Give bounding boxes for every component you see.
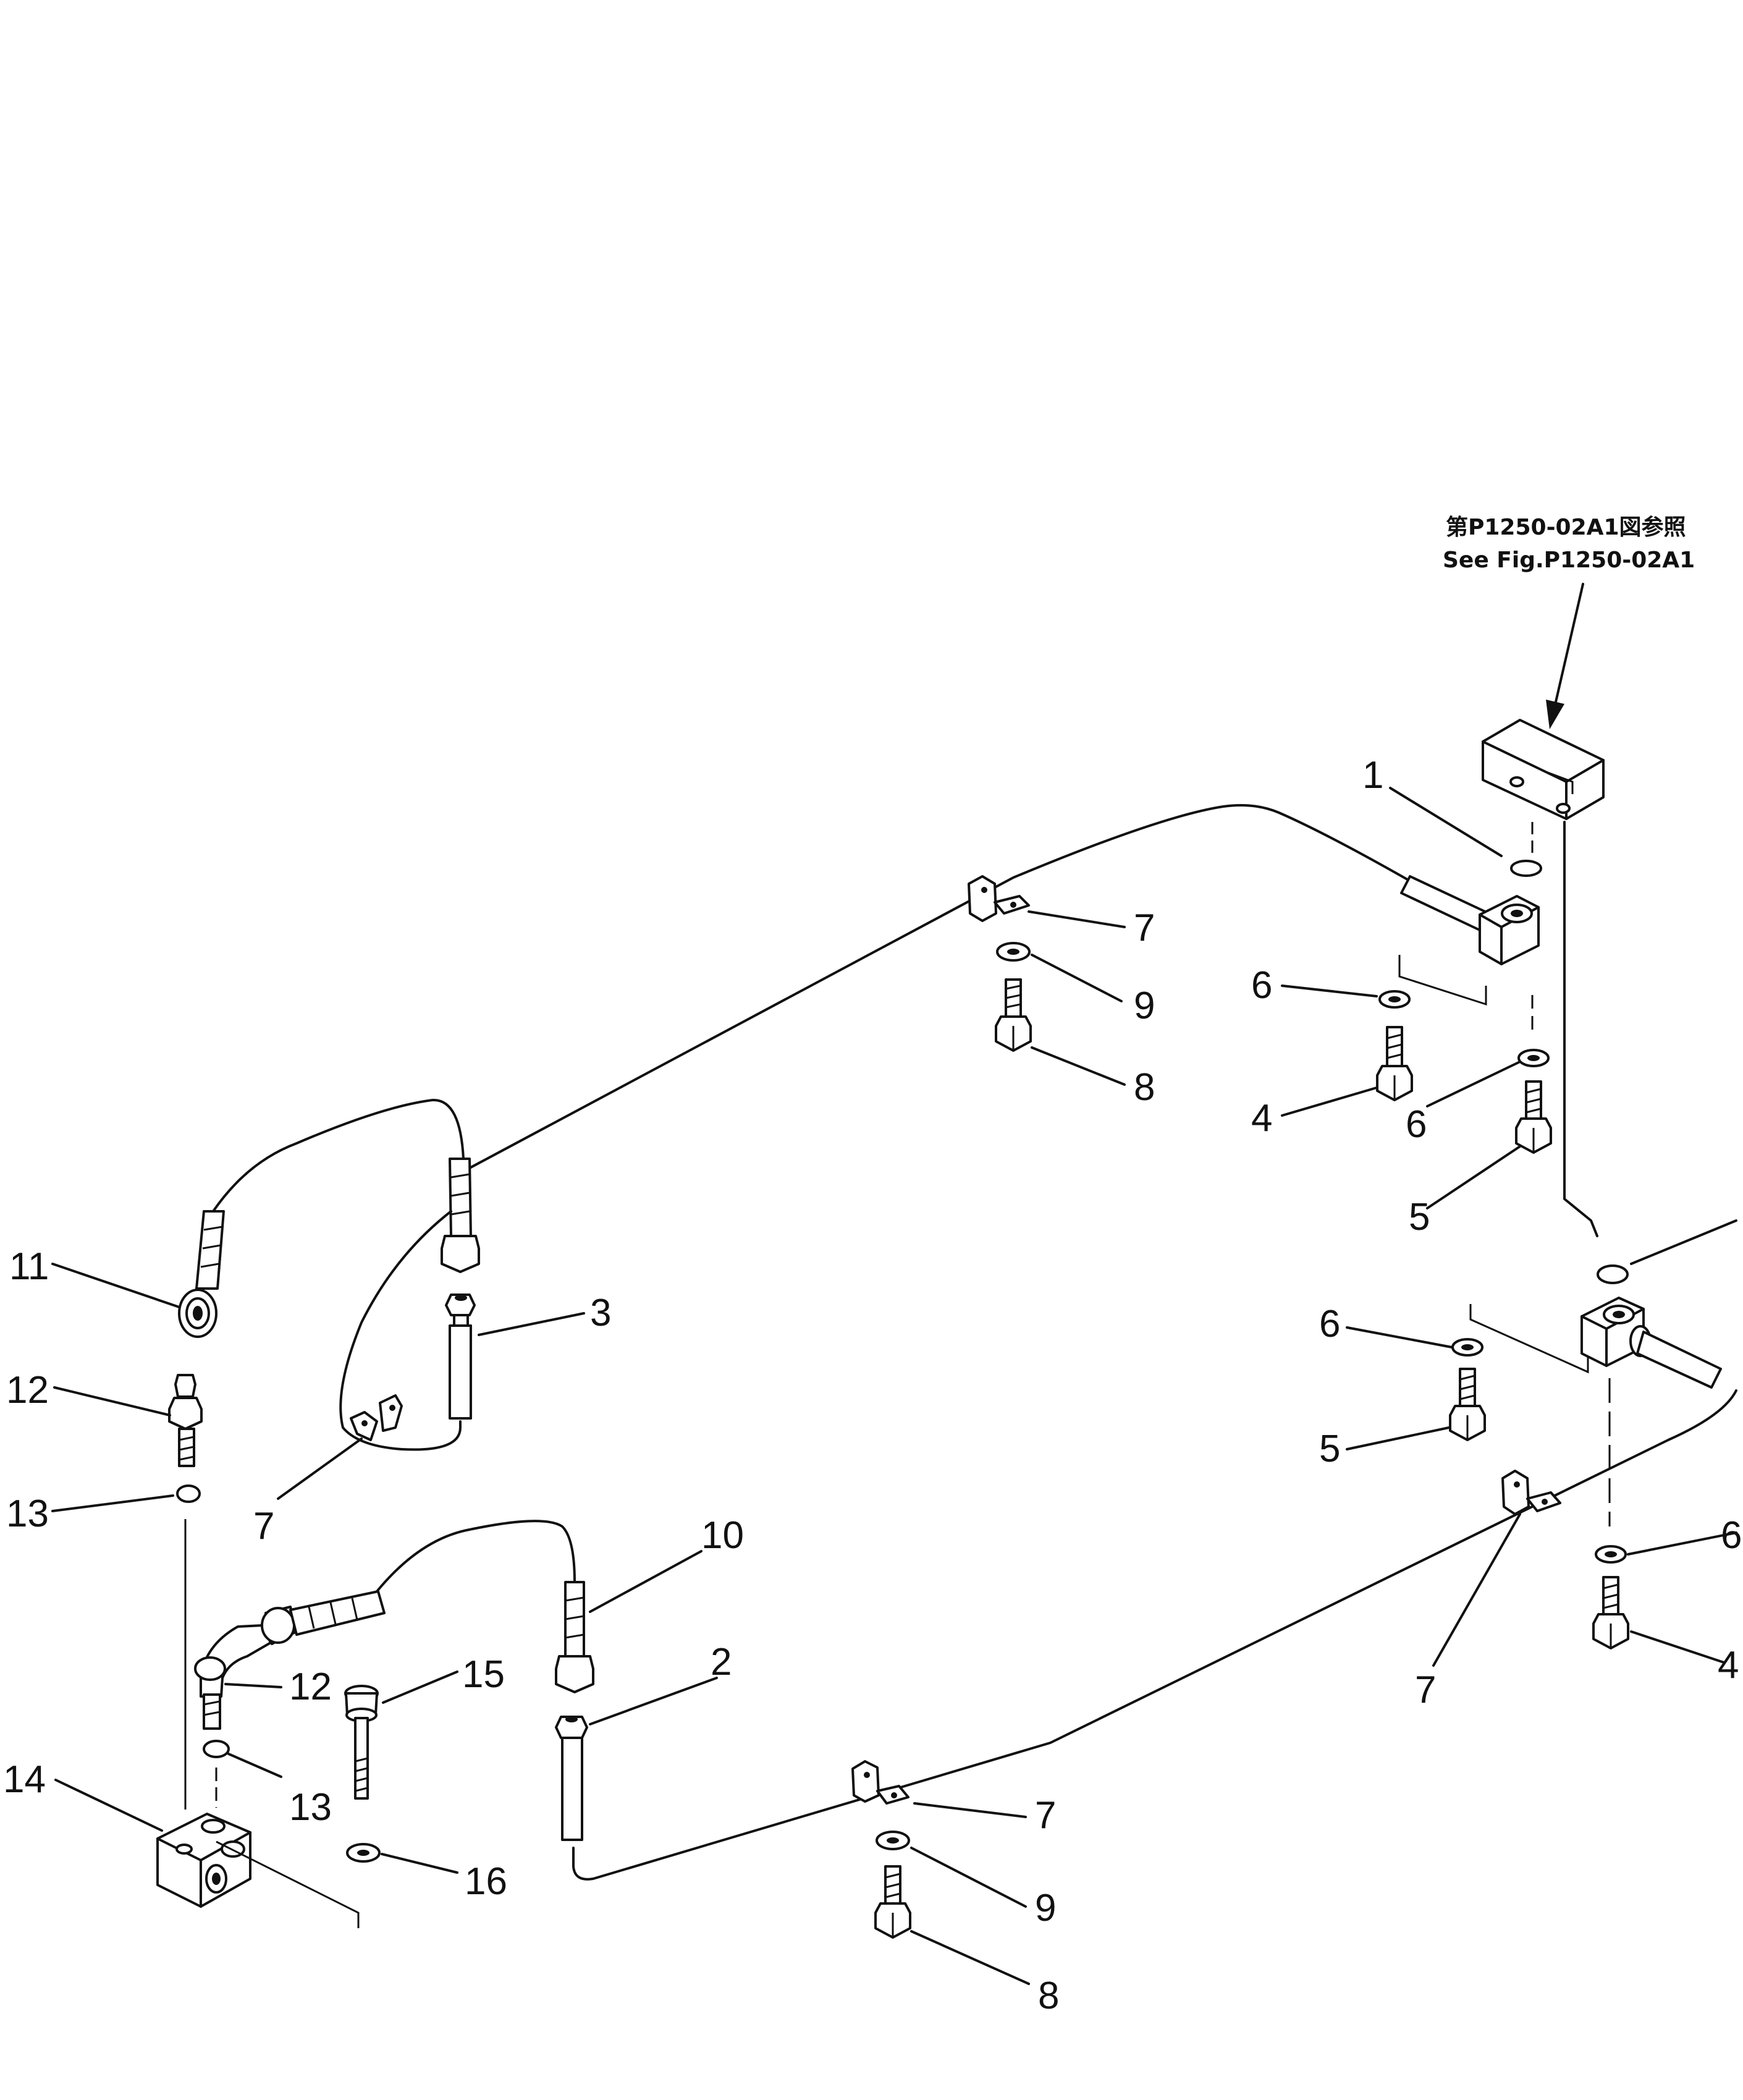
callout-12-upper: 12 bbox=[6, 1369, 49, 1412]
callout-3: 3 bbox=[590, 1292, 611, 1334]
fitting-12-upper bbox=[168, 1374, 203, 1467]
pipe-3 bbox=[445, 1293, 476, 1420]
o-ring-13-lower bbox=[203, 1740, 230, 1758]
o-ring-13-upper bbox=[176, 1484, 201, 1503]
pipe-2 bbox=[555, 1716, 588, 1841]
callout-9-lower: 9 bbox=[1035, 1887, 1056, 1929]
reference-note-jp: 第P1250-02A1図参照 bbox=[1446, 515, 1686, 540]
callout-13-lower: 13 bbox=[289, 1786, 332, 1829]
bolt-8-lower bbox=[874, 1865, 911, 1939]
bolt-4-upper bbox=[1376, 1026, 1413, 1101]
leader-lines bbox=[51, 787, 1737, 1985]
callout-6-d: 6 bbox=[1721, 1514, 1742, 1557]
callout-5-upper: 5 bbox=[1409, 1196, 1430, 1238]
callout-10: 10 bbox=[701, 1514, 744, 1557]
hose-10-end-right bbox=[555, 1581, 594, 1693]
callout-7-right: 7 bbox=[1415, 1669, 1436, 1711]
o-ring-right bbox=[1597, 1264, 1629, 1284]
callout-5-lower: 5 bbox=[1319, 1428, 1340, 1470]
elbow-fitting-upper bbox=[1398, 895, 1540, 1006]
callout-labels: 1 7 9 6 8 4 6 5 11 3 12 6 5 13 7 10 6 2 … bbox=[3, 754, 1742, 2017]
callout-1: 1 bbox=[1362, 754, 1383, 797]
callout-4-upper: 4 bbox=[1251, 1097, 1272, 1140]
clamp-7-right bbox=[1501, 1470, 1561, 1515]
hose-11-end-right bbox=[441, 1158, 480, 1273]
callout-4-lower: 4 bbox=[1718, 1644, 1739, 1687]
callout-11: 11 bbox=[9, 1245, 49, 1288]
clamp-7-left bbox=[350, 1394, 403, 1441]
callout-7-left: 7 bbox=[253, 1505, 274, 1547]
hose-11 bbox=[212, 1098, 465, 1213]
pipe-loop-left bbox=[339, 1210, 462, 1451]
elbow-fitting-12-lower bbox=[194, 1624, 272, 1730]
callout-13-upper: 13 bbox=[6, 1492, 49, 1535]
hose-11-end-left bbox=[178, 1210, 225, 1338]
bolt-4-lower bbox=[1592, 1576, 1629, 1649]
bolt-5-lower bbox=[1449, 1368, 1486, 1441]
clamp-7-upper bbox=[968, 875, 1030, 922]
hose-10-end-left bbox=[261, 1590, 386, 1645]
callout-9-upper: 9 bbox=[1134, 984, 1155, 1027]
pipe-upper-main bbox=[468, 803, 1416, 1169]
block-14 bbox=[156, 1813, 360, 1928]
callout-6-a: 6 bbox=[1251, 964, 1272, 1007]
pipe-lower-main bbox=[572, 1389, 1737, 1881]
reference-arrow bbox=[1546, 583, 1584, 729]
callout-2: 2 bbox=[711, 1641, 732, 1683]
callout-8-lower: 8 bbox=[1038, 1975, 1059, 2017]
callout-6-b: 6 bbox=[1406, 1103, 1427, 1146]
o-ring-1 bbox=[1510, 860, 1542, 877]
reference-note-en: See Fig.P1250-02A1 bbox=[1443, 548, 1695, 573]
callout-7-upper: 7 bbox=[1134, 907, 1155, 949]
clamp-7-lower bbox=[851, 1760, 909, 1805]
tube-right-vertical bbox=[1563, 821, 1598, 1237]
callout-15: 15 bbox=[462, 1653, 505, 1696]
hose-10 bbox=[376, 1520, 576, 1593]
valve-block-upper bbox=[1482, 719, 1605, 820]
callout-6-c: 6 bbox=[1319, 1303, 1340, 1345]
elbow-fitting-right bbox=[1469, 1297, 1722, 1389]
bolt-5-upper bbox=[1515, 1080, 1552, 1154]
callout-16: 16 bbox=[465, 1860, 507, 1903]
bolt-8-upper bbox=[995, 978, 1032, 1052]
callout-12-lower: 12 bbox=[289, 1666, 332, 1708]
callout-14: 14 bbox=[3, 1758, 46, 1801]
callout-8-upper: 8 bbox=[1134, 1066, 1155, 1109]
callout-7-lower: 7 bbox=[1035, 1794, 1056, 1837]
bolt-15 bbox=[344, 1685, 379, 1800]
tube-stub-upper bbox=[1400, 875, 1490, 931]
